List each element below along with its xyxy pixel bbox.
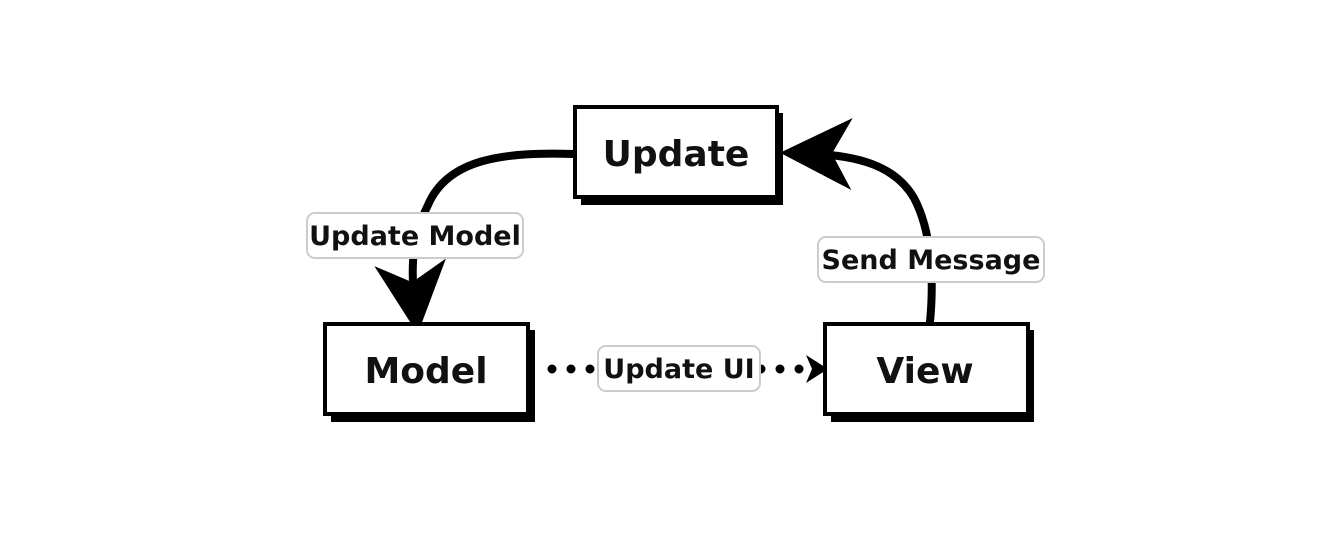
node-update: Update [573, 105, 783, 205]
edge-update-to-model [374, 149, 577, 334]
node-model-label: Model [364, 351, 487, 392]
edge-label-update-ui-text: Update UI [603, 354, 754, 385]
node-view-box [823, 322, 1030, 416]
edge-model-to-view-arrowhead [806, 355, 828, 383]
edge-update-to-model-arrow [374, 149, 577, 334]
edge-model-to-view [547, 355, 828, 383]
edge-label-update-model-bg [306, 212, 524, 259]
node-view-label: View [876, 351, 973, 392]
edge-label-update-ui: Update UI [597, 345, 761, 392]
node-model: Model [323, 322, 535, 422]
edge-label-update-model-text: Update Model [309, 221, 521, 252]
edge-label-update-ui-bg [597, 345, 761, 392]
edge-label-send-message-bg [817, 236, 1045, 283]
edge-label-update-model: Update Model [306, 212, 524, 259]
edge-label-send-message: Send Message [817, 236, 1045, 283]
node-view: View [823, 322, 1034, 422]
edge-label-send-message-text: Send Message [822, 245, 1041, 276]
node-update-label: Update [603, 134, 750, 175]
node-update-box [573, 105, 779, 199]
node-model-box [323, 322, 530, 416]
